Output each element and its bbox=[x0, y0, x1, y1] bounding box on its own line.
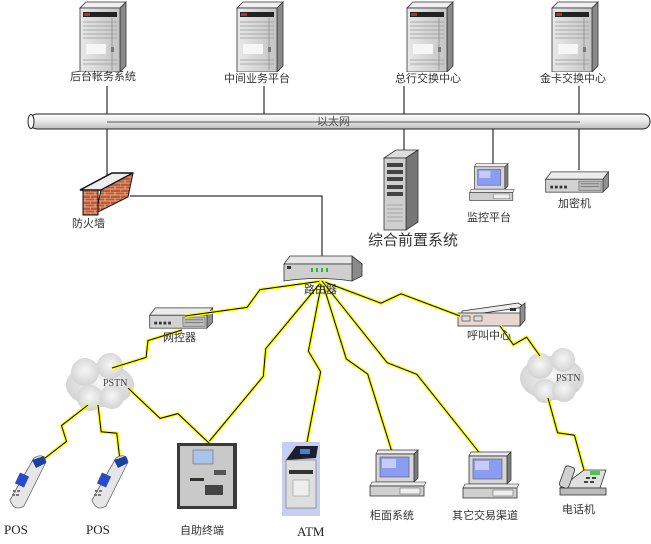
firewall-icon bbox=[79, 172, 134, 216]
server-label-middle: 中间业务平台 bbox=[224, 72, 290, 85]
pstn-cloud-left-icon bbox=[66, 353, 134, 411]
front-system-server-icon bbox=[382, 149, 420, 231]
atm-label: ATM bbox=[297, 524, 325, 539]
link-pstn-pos2 bbox=[96, 404, 122, 461]
pos-terminal-1-icon bbox=[9, 455, 47, 509]
atm-icon bbox=[282, 442, 320, 516]
link-line bbox=[97, 404, 121, 461]
counter-system-label: 柜面系统 bbox=[370, 509, 414, 522]
monitor-label: 监控平台 bbox=[467, 211, 511, 224]
front-system-label: 综合前置系统 bbox=[368, 231, 459, 249]
router-icon bbox=[283, 255, 364, 282]
server-label-backend: 后台帐务系统 bbox=[70, 70, 136, 83]
call-center-label: 呼叫中心 bbox=[467, 329, 511, 342]
link-line bbox=[127, 387, 211, 445]
link-line bbox=[321, 280, 483, 457]
call-center-icon bbox=[457, 302, 527, 328]
link-line bbox=[111, 329, 183, 369]
pos-2-label: POS bbox=[86, 522, 110, 537]
server-icon-backend bbox=[79, 1, 127, 72]
pos-terminal-2-icon bbox=[91, 455, 129, 509]
ethernet-label: 以太网 bbox=[317, 115, 350, 128]
server-icon-middle bbox=[236, 1, 284, 72]
gateway-icon bbox=[149, 307, 213, 329]
link-line bbox=[321, 280, 461, 317]
ethernet-backbone bbox=[27, 113, 651, 130]
link-gateway-pstn bbox=[111, 328, 183, 370]
link-pstn-kiosk bbox=[126, 386, 212, 446]
encryptor-icon bbox=[545, 171, 609, 193]
link-pstn-phone bbox=[546, 397, 586, 471]
pos-1-label: POS bbox=[4, 522, 28, 537]
gateway-label: 网控器 bbox=[163, 331, 196, 344]
link-router-atm bbox=[305, 280, 324, 443]
self-service-label: 自助终端 bbox=[180, 524, 224, 537]
pstn-right-label: PSTN bbox=[556, 373, 581, 384]
pstn-cloud-right-icon bbox=[520, 348, 584, 403]
server-icon-hq bbox=[406, 1, 454, 72]
router-label: 路由器 bbox=[304, 283, 337, 296]
link-router-counter bbox=[320, 280, 394, 453]
link-pstn-pos1 bbox=[38, 403, 90, 464]
link-line bbox=[499, 325, 541, 357]
link-router-callcenter bbox=[321, 279, 461, 318]
link-line bbox=[39, 404, 89, 463]
link-line bbox=[547, 397, 585, 471]
link-line bbox=[321, 280, 393, 453]
server-label-card: 金卡交换中心 bbox=[540, 72, 606, 85]
firewall-label: 防火墙 bbox=[72, 217, 105, 230]
server-icon-card bbox=[551, 1, 599, 72]
other-channels-pc-icon bbox=[462, 451, 520, 499]
self-service-kiosk-icon bbox=[177, 443, 237, 509]
pstn-left-label: PSTN bbox=[103, 378, 128, 389]
encryptor-label: 加密机 bbox=[558, 197, 591, 210]
link-line bbox=[306, 280, 323, 443]
server-label-hq: 总行交换中心 bbox=[395, 72, 461, 85]
wireless-links bbox=[38, 279, 586, 471]
connector-firewall-router bbox=[130, 195, 323, 258]
link-line bbox=[184, 280, 323, 317]
link-router-other bbox=[320, 279, 484, 458]
link-router-gateway bbox=[184, 279, 323, 318]
telephone-label: 电话机 bbox=[562, 503, 595, 516]
counter-system-pc-icon bbox=[369, 449, 427, 497]
link-line bbox=[206, 280, 323, 445]
monitor-platform-pc-icon bbox=[469, 163, 515, 201]
link-callcenter-pstn bbox=[498, 324, 542, 358]
telephone-icon bbox=[558, 465, 607, 496]
other-channels-label: 其它交易渠道 bbox=[452, 509, 518, 522]
link-router-kiosk bbox=[205, 279, 324, 446]
